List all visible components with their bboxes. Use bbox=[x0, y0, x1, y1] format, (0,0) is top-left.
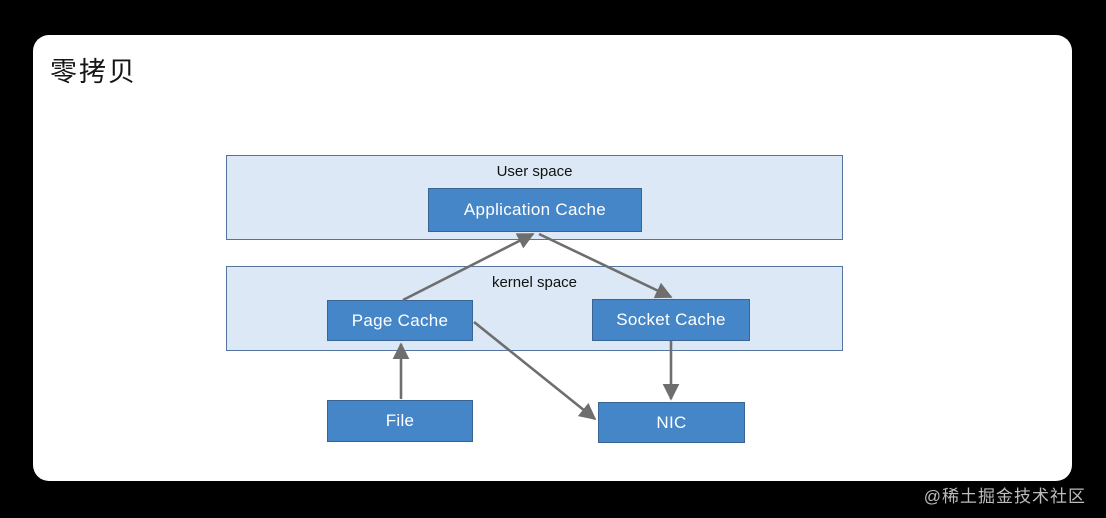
page-title: 零拷贝 bbox=[50, 57, 137, 87]
node-nic: NIC bbox=[598, 402, 745, 443]
node-file: File bbox=[327, 400, 473, 442]
slide-content bbox=[33, 35, 1072, 481]
node-socket-cache: Socket Cache bbox=[592, 299, 750, 341]
kernel-space-container: kernel space bbox=[226, 266, 843, 351]
node-page-cache: Page Cache bbox=[327, 300, 473, 341]
user-space-label: User space bbox=[496, 163, 573, 180]
watermark: @稀土掘金技术社区 bbox=[923, 487, 1086, 506]
kernel-space-label: kernel space bbox=[491, 274, 578, 291]
node-application-cache: Application Cache bbox=[428, 188, 642, 232]
